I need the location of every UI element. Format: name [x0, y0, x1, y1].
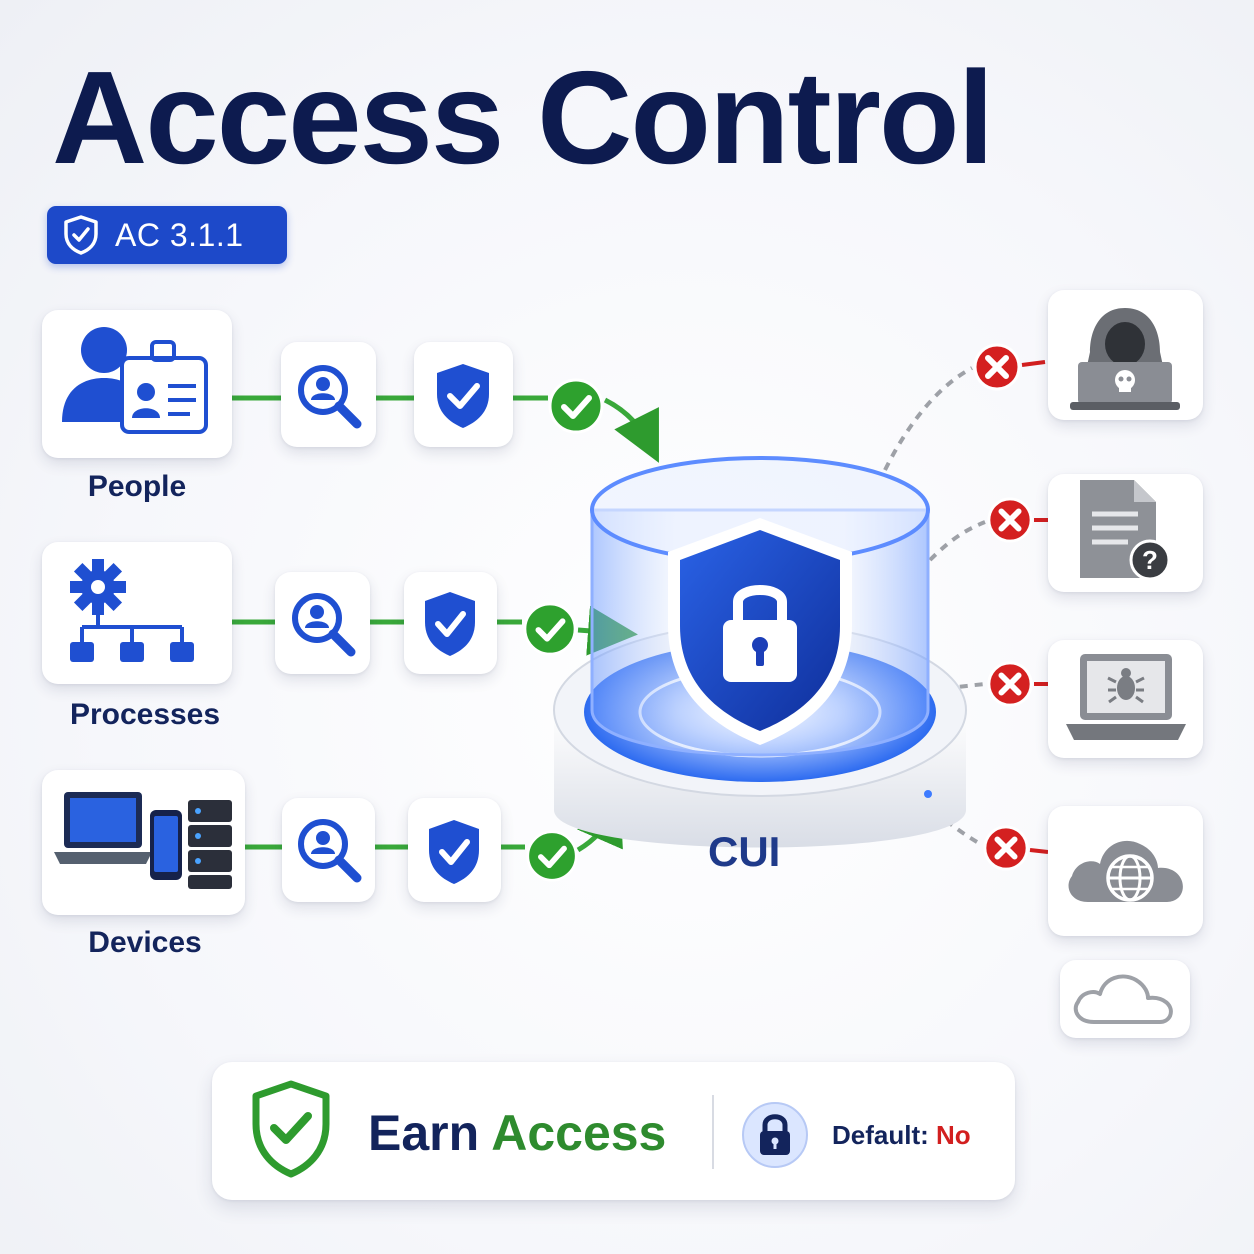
laptop-phone-server-icon [54, 792, 232, 889]
default-policy: Default: No [832, 1120, 971, 1151]
cloud-card[interactable] [1060, 960, 1190, 1038]
earn-access-text: Earn Access [368, 1104, 666, 1162]
check-circle-icon [523, 602, 577, 656]
shield-check-icon [252, 1080, 330, 1178]
blocked-hacker-card[interactable] [1048, 290, 1203, 420]
red-x-icon [973, 343, 1021, 391]
verify-step-shield-2[interactable] [404, 572, 497, 674]
hooded-hacker-icon [1070, 308, 1180, 410]
gear-workflow-icon [70, 559, 194, 662]
identity-search-icon [298, 365, 362, 429]
shield-check-icon [64, 215, 98, 255]
lock-icon [742, 1102, 808, 1168]
default-value: No [936, 1120, 971, 1150]
policy-footer [212, 1062, 1015, 1200]
blocked-document-card[interactable]: ? [1048, 474, 1203, 592]
shield-check-icon [437, 364, 489, 428]
infected-laptop-icon [1066, 654, 1186, 740]
check-circle-icon [526, 830, 578, 882]
default-key: Default: [832, 1120, 929, 1150]
shield-check-icon [425, 592, 475, 656]
verify-step-shield-3[interactable] [408, 798, 501, 902]
cloud-icon [1073, 974, 1173, 1024]
verify-step-identity-1[interactable] [281, 342, 376, 447]
verify-step-identity-3[interactable] [282, 798, 375, 902]
svg-text:?: ? [1142, 545, 1158, 575]
badge-label: AC 3.1.1 [115, 216, 244, 253]
control-id-badge: AC 3.1.1 [47, 206, 287, 264]
source-label-people: People [87, 470, 187, 503]
source-card-people[interactable] [42, 310, 232, 458]
source-card-devices[interactable] [42, 770, 245, 915]
shield-lock-icon [668, 518, 852, 745]
identity-search-icon [292, 593, 356, 657]
page-title: Access Control [52, 44, 994, 191]
access-word: Access [491, 1105, 667, 1161]
red-x-icon [987, 661, 1033, 707]
earn-word: Earn [368, 1105, 480, 1161]
verify-step-identity-2[interactable] [275, 572, 370, 674]
cui-label: CUI [708, 828, 781, 875]
identity-search-icon [298, 819, 362, 883]
person-id-badge-icon [62, 327, 208, 434]
source-card-processes[interactable] [42, 542, 232, 684]
cui-vault [553, 456, 967, 848]
red-x-icon [983, 825, 1029, 871]
blocked-cloud-card[interactable] [1048, 806, 1203, 936]
source-label-devices: Devices [88, 926, 202, 959]
verify-step-shield-1[interactable] [414, 342, 513, 447]
footer-divider [712, 1095, 714, 1169]
shield-check-icon [429, 820, 479, 884]
unknown-document-icon: ? [1080, 480, 1171, 581]
source-label-processes: Processes [69, 698, 221, 731]
unknown-cloud-icon [1068, 840, 1183, 902]
red-x-icon [987, 497, 1033, 543]
people-connector [232, 395, 659, 463]
check-circle-icon [548, 378, 604, 434]
blocked-laptop-card[interactable] [1048, 640, 1203, 758]
